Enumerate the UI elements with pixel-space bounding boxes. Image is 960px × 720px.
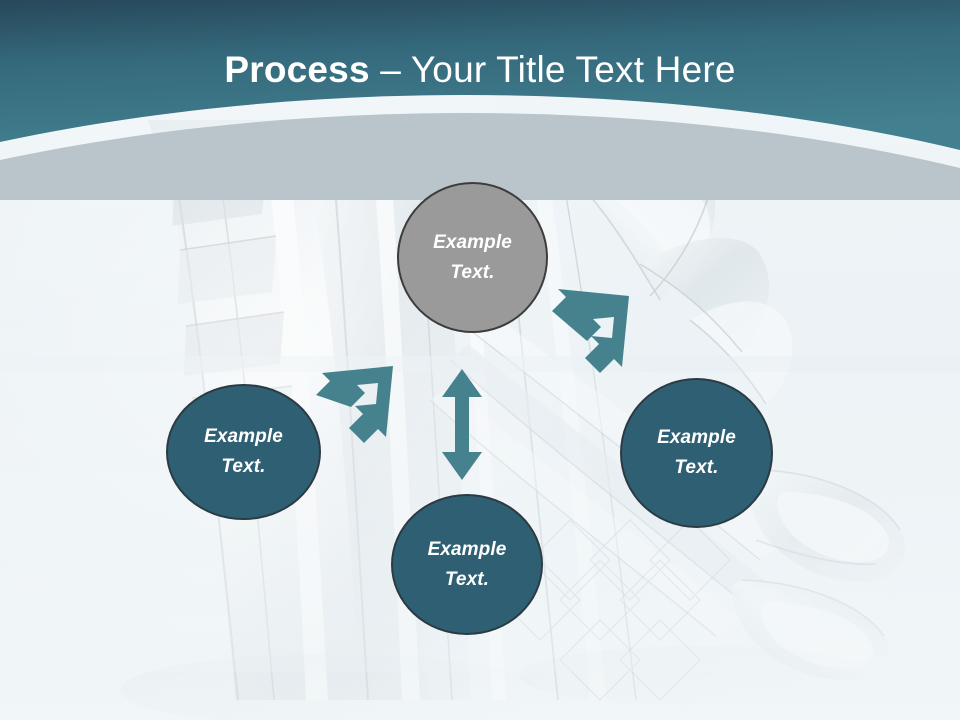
process-node-top[interactable]: Example Text. (397, 182, 548, 333)
process-node-right-line2: Text. (674, 457, 719, 478)
process-node-top-line2: Text. (450, 261, 495, 283)
process-node-bottom-line2: Text. (444, 568, 490, 590)
process-node-right[interactable]: Example Text. (620, 378, 773, 528)
process-node-bottom-line1: Example (427, 538, 507, 560)
page-title-strong: Process (224, 49, 370, 90)
process-node-bottom[interactable]: Example Text. (391, 494, 543, 635)
page-title-separator: – (369, 49, 411, 90)
process-node-left-line2: Text. (221, 456, 266, 477)
page-title: Process – Your Title Text Here (0, 48, 960, 92)
process-node-left[interactable]: Example Text. (166, 384, 321, 520)
page-title-rest: Your Title Text Here (410, 49, 736, 90)
process-node-left-line1: Example (204, 426, 283, 447)
process-node-right-line1: Example (657, 427, 736, 448)
process-node-top-line1: Example (433, 231, 512, 253)
